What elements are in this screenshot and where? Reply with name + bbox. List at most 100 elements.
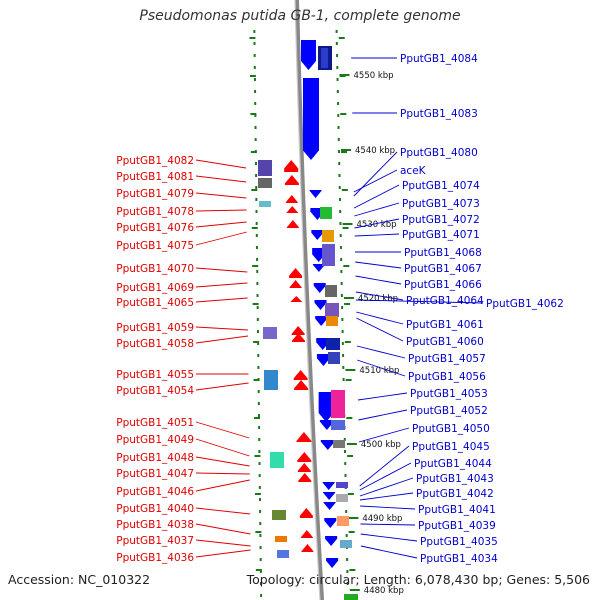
gene-mosaic-block: [325, 303, 339, 317]
gene-mosaic-block: [328, 352, 340, 364]
right-leader-line: [357, 359, 406, 377]
reverse-gene-arrow: [311, 230, 324, 240]
scale-label: 4480 kbp: [364, 586, 404, 596]
right-leader-line: [360, 523, 416, 526]
right-gene-label: aceK: [400, 165, 427, 177]
gene-mosaic-block: [340, 540, 352, 548]
right-gene-label: PputGB1_4060: [406, 336, 484, 348]
left-gene-label: PputGB1_4078: [116, 206, 194, 218]
left-gene-label: PputGB1_4037: [116, 535, 194, 547]
forward-gene-arrow: [296, 432, 312, 442]
reverse-gene-arrow: [316, 354, 330, 366]
scale-label: 4540 kbp: [355, 146, 395, 156]
reverse-gene-arrow: [315, 316, 328, 326]
right-gene-label: PputGB1_4034: [420, 553, 498, 565]
scale-label: 4530 kbp: [356, 220, 396, 230]
right-gene-label: PputGB1_4061: [406, 319, 484, 331]
left-gene-label: PputGB1_4058: [116, 338, 194, 350]
gene-mosaic-block: [325, 285, 337, 297]
gene-mosaic-block: [275, 536, 287, 542]
left-gene-label: PputGB1_4054: [116, 385, 194, 397]
left-gene-label: PputGB1_4059: [116, 322, 194, 334]
forward-gene-arrow: [285, 195, 298, 203]
left-gene-label: PputGB1_4046: [116, 486, 194, 498]
reverse-gene-arrow: [312, 264, 325, 272]
forward-gene-arrow: [284, 175, 299, 185]
forward-gene-arrow: [286, 220, 299, 228]
left-gene-label: PputGB1_4055: [116, 369, 194, 381]
reverse-gene-arrow: [322, 482, 335, 490]
forward-gene-arrow: [290, 296, 303, 302]
right-leader-line: [359, 477, 414, 497]
right-leader-line: [355, 299, 484, 304]
left-leader-line: [195, 456, 250, 467]
reverse-gene-arrow: [318, 392, 334, 422]
left-gene-label: PputGB1_4038: [116, 519, 194, 531]
right-gene-label: PputGB1_4067: [404, 263, 482, 275]
left-leader-line: [195, 231, 247, 246]
reverse-gene-arrow: [301, 40, 316, 70]
forward-gene-arrow: [297, 452, 312, 462]
right-gene-label: PputGB1_4080: [400, 147, 478, 159]
right-gene-label: PputGB1_4043: [416, 473, 494, 485]
left-leader-line: [195, 297, 248, 303]
gene-mosaic-block: [258, 160, 272, 176]
reverse-gene-arrow: [314, 300, 327, 310]
right-leader-line: [357, 392, 408, 401]
left-gene-label: PputGB1_4036: [116, 552, 194, 564]
reverse-gene-arrow: [323, 502, 336, 510]
right-gene-label: PputGB1_4041: [418, 504, 496, 516]
right-leader-line: [355, 275, 402, 285]
forward-gene-arrow: [291, 333, 305, 342]
right-leader-line: [354, 233, 400, 237]
right-leader-line: [360, 533, 418, 542]
genome-summary: Topology: circular; Length: 6,078,430 bp…: [246, 572, 590, 587]
left-gene-label: PputGB1_4048: [116, 452, 194, 464]
forward-gene-arrow: [299, 508, 313, 518]
left-leader-line: [195, 507, 251, 515]
left-leader-line: [195, 267, 248, 273]
gene-mosaic-block: [336, 482, 348, 488]
forward-gene-arrow: [297, 463, 311, 472]
gene-mosaic-block: [258, 178, 272, 188]
gene-dark-block-inner: [321, 48, 328, 68]
left-leader-line: [195, 438, 250, 457]
left-leader-line: [195, 382, 249, 391]
right-gene-label: PputGB1_4066: [404, 279, 482, 291]
gene-mosaic-block: [263, 327, 277, 339]
left-leader-line: [195, 159, 247, 169]
gene-mosaic-block: [322, 244, 335, 266]
left-leader-line: [195, 523, 251, 535]
left-gene-label: PputGB1_4079: [116, 188, 194, 200]
reverse-gene-arrow: [319, 420, 334, 430]
scale-label: 4550 kbp: [354, 71, 394, 81]
gene-mosaic-block: [259, 201, 271, 207]
left-leader-line: [195, 539, 251, 547]
left-gene-label: PputGB1_4081: [116, 171, 194, 183]
forward-gene-arrow: [294, 380, 309, 390]
right-gene-label: PputGB1_4039: [418, 520, 496, 532]
gene-mosaic-block: [331, 390, 345, 418]
right-leader-line: [353, 184, 400, 209]
reverse-gene-arrow: [320, 440, 335, 450]
scale-label: 4490 kbp: [362, 514, 402, 524]
gene-mosaic-block: [333, 440, 345, 448]
left-gene-label: PputGB1_4049: [116, 434, 194, 446]
scale-label: 4500 kbp: [361, 440, 401, 450]
forward-gene-arrow: [291, 326, 305, 335]
left-gene-label: PputGB1_4069: [116, 282, 194, 294]
right-leader-line: [359, 462, 412, 491]
right-gene-label: PputGB1_4062: [486, 298, 564, 310]
reverse-gene-arrow: [313, 283, 326, 293]
forward-gene-arrow: [301, 544, 314, 552]
right-leader-line: [358, 427, 410, 443]
right-leader-line: [358, 409, 408, 421]
right-leader-line: [359, 492, 414, 501]
reverse-gene-arrow: [326, 558, 339, 568]
right-gene-label: PputGB1_4050: [412, 423, 490, 435]
right-gene-label: PputGB1_4083: [400, 108, 478, 120]
reverse-gene-arrow: [316, 338, 330, 350]
gene-mosaic-block: [331, 420, 345, 430]
right-gene-label: PputGB1_4071: [402, 229, 480, 241]
